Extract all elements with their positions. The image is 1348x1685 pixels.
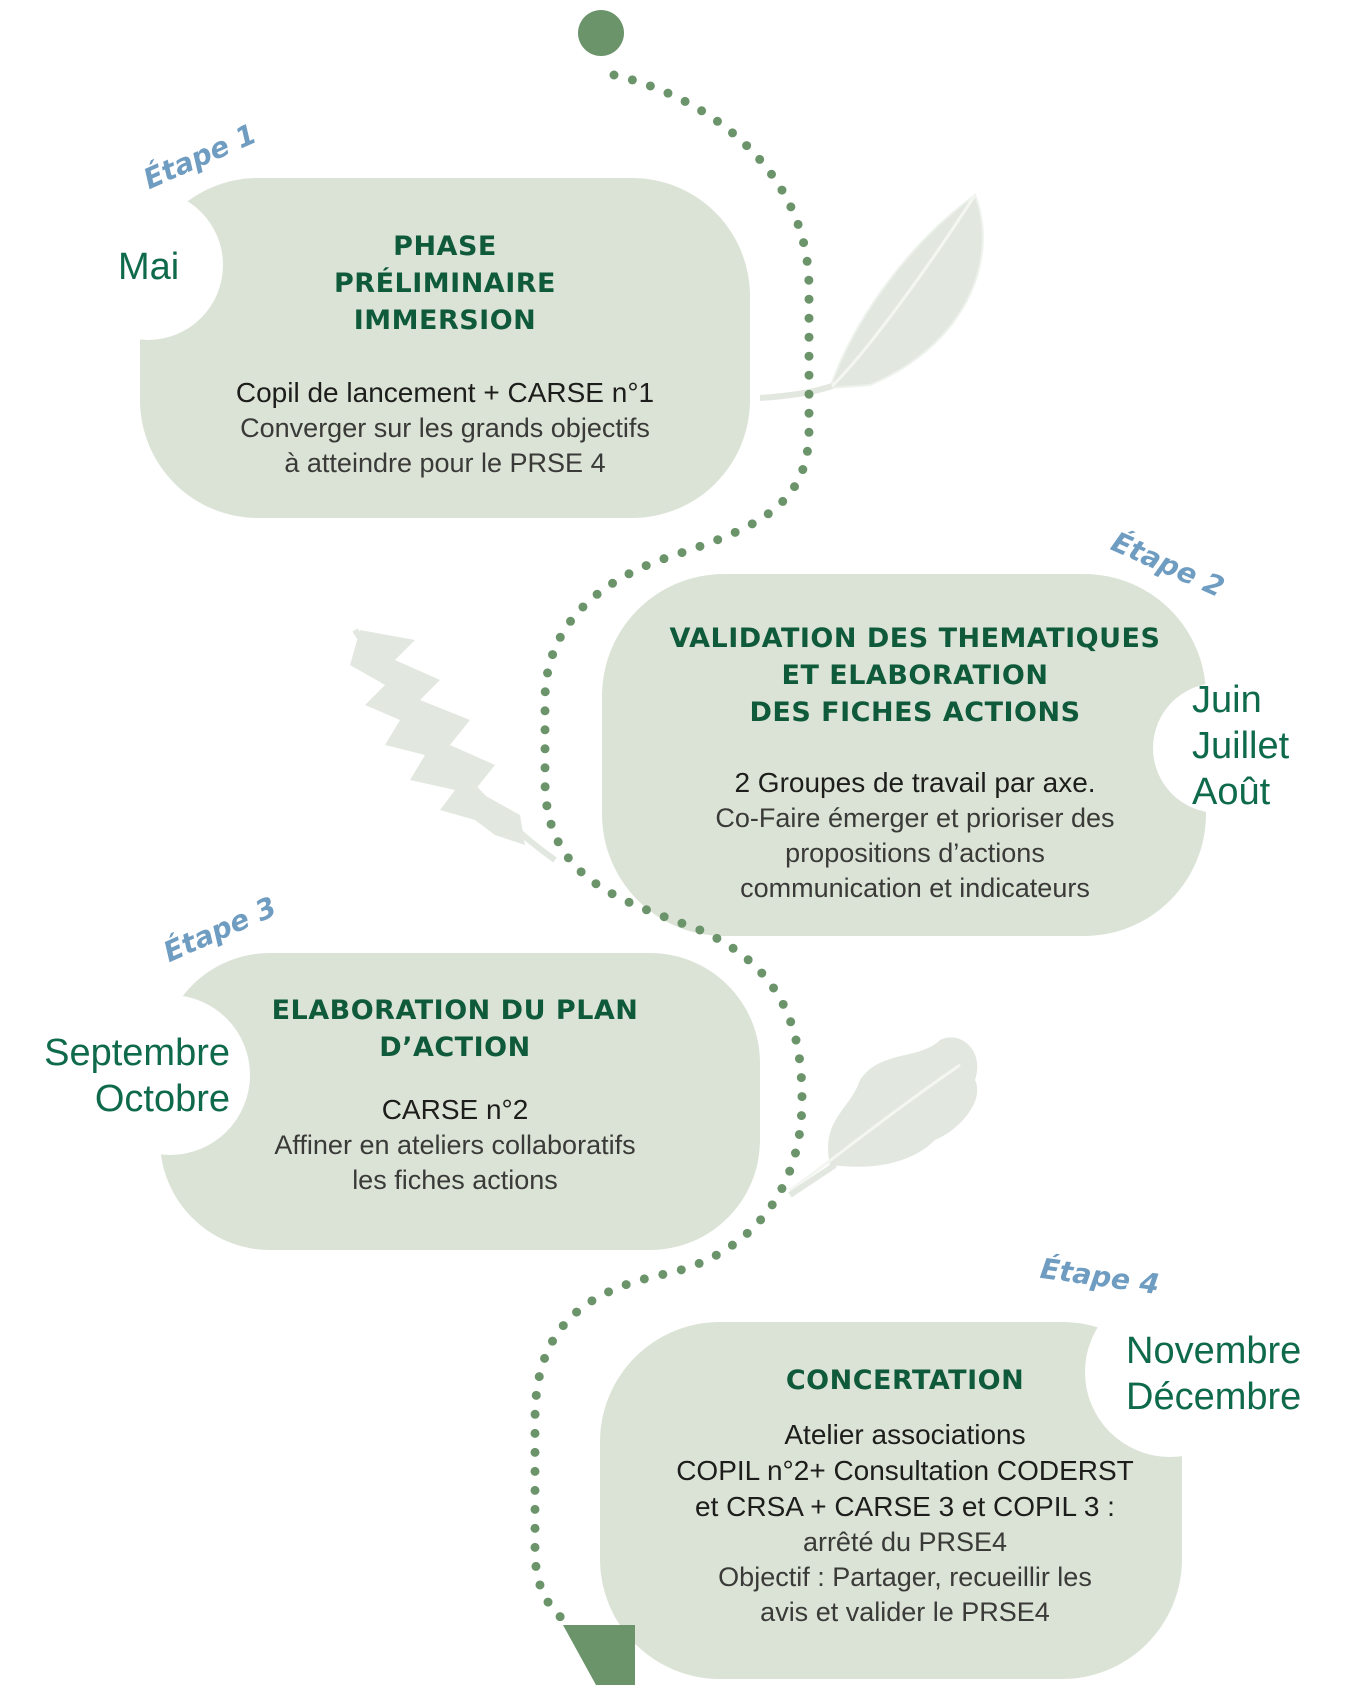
step-2-card: VALIDATION DES THEMATIQUES ET ELABORATIO…	[640, 620, 1190, 906]
step-1-title: PHASE PRÉLIMINAIRE IMMERSION	[195, 228, 695, 339]
title-line: ET ELABORATION	[781, 660, 1049, 691]
step-3-desc: Affiner en ateliers collaboratifs les fi…	[210, 1128, 700, 1198]
card-1-shape	[140, 178, 750, 518]
end-arrow	[563, 1625, 635, 1685]
step-4-lead: Atelier associations COPIL n°2+ Consulta…	[625, 1417, 1185, 1525]
step-2-desc: Co-Faire émerger et prioriser des propos…	[640, 801, 1190, 906]
card-2-notch	[1153, 683, 1283, 813]
step-2-lead: 2 Groupes de travail par axe.	[640, 765, 1190, 801]
date-line: Décembre	[1126, 1376, 1302, 1418]
date-line: Juin	[1192, 679, 1262, 721]
card-3-shape	[160, 953, 760, 1250]
desc-line: à atteindre pour le PRSE 4	[284, 448, 606, 478]
desc-line: avis et valider le PRSE4	[760, 1597, 1050, 1627]
date-line: Octobre	[94, 1078, 230, 1120]
desc-line: communication et indicateurs	[740, 873, 1090, 903]
step-3-lead: CARSE n°2	[210, 1092, 700, 1128]
title-line: D’ACTION	[379, 1032, 531, 1063]
date-line: Septembre	[44, 1032, 230, 1074]
step-2-date: Juin Juillet Août	[1192, 677, 1289, 815]
date-line: Mai	[118, 246, 180, 288]
leaf-fern	[350, 628, 557, 863]
leaf-serrated	[759, 193, 984, 401]
card-3-notch	[90, 995, 250, 1155]
card-4-shape	[600, 1322, 1182, 1679]
step-4-title: CONCERTATION	[625, 1362, 1185, 1399]
step-3-card: ELABORATION DU PLAN D’ACTION CARSE n°2 A…	[210, 992, 700, 1198]
title-line: VALIDATION DES THEMATIQUES	[669, 623, 1161, 654]
card-2-shape	[602, 574, 1206, 936]
desc-line: arrêté du PRSE4	[802, 1527, 1008, 1557]
lead-line: COPIL n°2+ Consultation CODERST	[676, 1455, 1134, 1486]
title-line: DES FICHES ACTIONS	[749, 697, 1081, 728]
step-1-date: Mai	[118, 244, 179, 290]
step-4-desc: arrêté du PRSE4 Objectif : Partager, rec…	[625, 1525, 1185, 1630]
lead-line: et CRSA + CARSE 3 et COPIL 3 :	[695, 1491, 1115, 1522]
card-4-notch	[1085, 1287, 1255, 1457]
step-1-lead: Copil de lancement + CARSE n°1	[195, 375, 695, 411]
step-1-desc: Converger sur les grands objectifs à att…	[195, 411, 695, 481]
card-1-notch	[73, 190, 223, 340]
desc-line: Objectif : Partager, recueillir les	[718, 1562, 1092, 1592]
date-line: Août	[1192, 771, 1271, 813]
start-dot	[578, 10, 624, 56]
step-2-title: VALIDATION DES THEMATIQUES ET ELABORATIO…	[640, 620, 1190, 731]
lead-line: 2 Groupes de travail par axe.	[734, 767, 1096, 798]
step-3-title: ELABORATION DU PLAN D’ACTION	[210, 992, 700, 1066]
title-line: PRÉLIMINAIRE	[334, 268, 556, 299]
title-line: ELABORATION DU PLAN	[271, 995, 639, 1026]
leaf-oak	[788, 1037, 978, 1198]
step-4-card: CONCERTATION Atelier associations COPIL …	[625, 1362, 1185, 1630]
title-line: PHASE	[393, 231, 497, 262]
step-3-date: Septembre Octobre	[0, 1030, 230, 1122]
lead-line: Copil de lancement + CARSE n°1	[235, 377, 655, 408]
title-line: CONCERTATION	[785, 1365, 1025, 1396]
title-line: IMMERSION	[353, 305, 537, 336]
date-line: Novembre	[1126, 1330, 1302, 1372]
lead-line: CARSE n°2	[381, 1094, 529, 1125]
lead-line: Atelier associations	[784, 1419, 1026, 1450]
step-4-date: Novembre Décembre	[1126, 1328, 1301, 1420]
date-line: Juillet	[1192, 725, 1290, 767]
desc-line: Converger sur les grands objectifs	[240, 413, 650, 443]
step-1-card: PHASE PRÉLIMINAIRE IMMERSION Copil de la…	[195, 228, 695, 481]
card-shapes	[73, 178, 1283, 1679]
desc-line: propositions d’actions	[785, 838, 1045, 868]
desc-line: Co-Faire émerger et prioriser des	[715, 803, 1115, 833]
desc-line: Affiner en ateliers collaboratifs	[274, 1130, 636, 1160]
desc-line: les fiches actions	[352, 1165, 558, 1195]
